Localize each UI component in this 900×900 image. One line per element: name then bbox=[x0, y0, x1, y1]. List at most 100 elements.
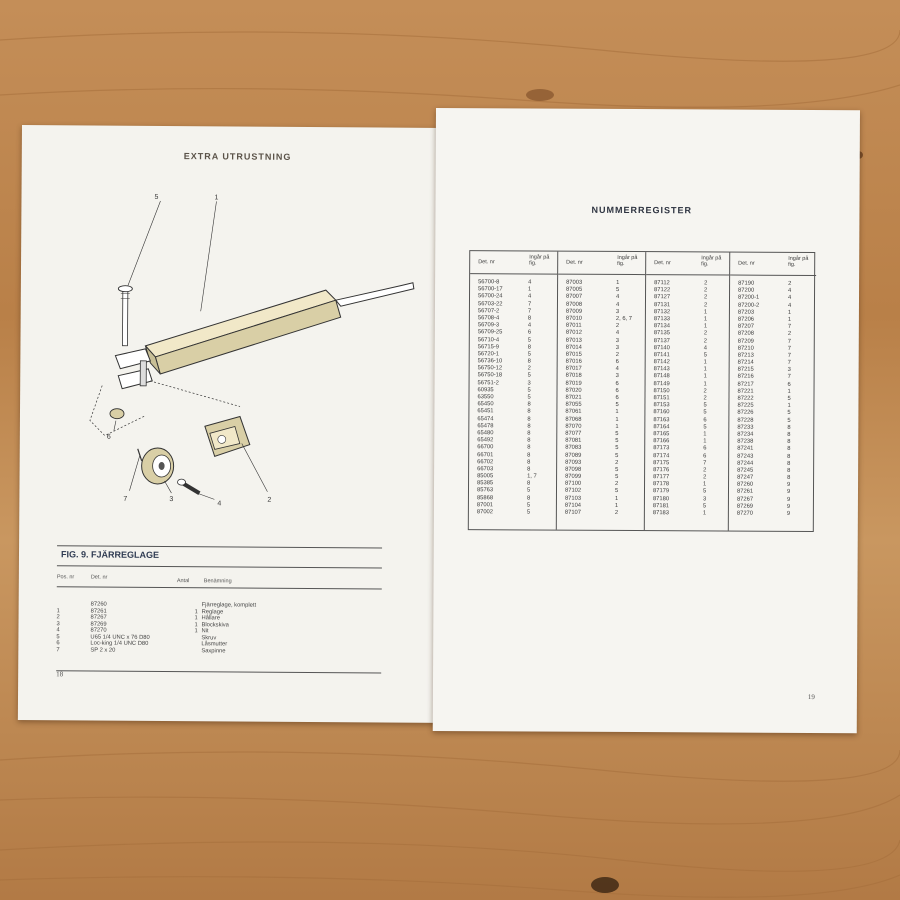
fig-ref: 2 bbox=[703, 294, 708, 301]
det-nr: 87137 bbox=[653, 337, 670, 344]
fig-ref: 5 bbox=[787, 395, 791, 402]
det-nr: 87213 bbox=[737, 352, 754, 359]
fig-ref: 7 bbox=[703, 460, 707, 467]
fig-ref: 2 bbox=[703, 388, 707, 395]
det-nr: 87238 bbox=[737, 438, 754, 445]
det-nr: 87012 bbox=[565, 329, 582, 337]
fig-ref: 5 bbox=[702, 488, 707, 495]
col-benamning: Benämning bbox=[203, 578, 232, 585]
det-nr: 87208 bbox=[737, 330, 754, 337]
divider bbox=[56, 670, 382, 674]
fig-ref: 6 bbox=[787, 381, 791, 388]
exploded-diagram: 5 1 6 7 3 4 2 bbox=[89, 194, 415, 507]
det-nr: 87228 bbox=[737, 417, 754, 424]
fig-ref: 7 bbox=[527, 301, 532, 308]
fig-ref: 8 bbox=[527, 408, 531, 415]
det-nr: 87018 bbox=[565, 373, 582, 380]
fig-ref: 7 bbox=[787, 374, 791, 381]
det-nr: 87209 bbox=[737, 338, 754, 345]
det-nr: 87131 bbox=[653, 301, 671, 308]
fig-ref: 1 bbox=[615, 409, 619, 416]
fig-ref: 7 bbox=[787, 338, 792, 345]
fig-ref: 5 bbox=[526, 502, 531, 509]
fig-ref: 4 bbox=[615, 330, 620, 337]
det-nr: 87014 bbox=[565, 344, 582, 351]
callout-5: 5 bbox=[154, 194, 158, 201]
det-nr: 87245 bbox=[737, 467, 754, 474]
fig-ref: 2 bbox=[787, 331, 792, 338]
det-nr: 66702 bbox=[477, 458, 494, 465]
det-nr: 87061 bbox=[565, 409, 582, 416]
fig-ref: 6 bbox=[615, 387, 619, 394]
det-nr: 87089 bbox=[565, 452, 582, 459]
fig-ref: 5 bbox=[527, 372, 531, 379]
det-nr: 85868 bbox=[476, 494, 494, 501]
det-nr: 87222 bbox=[737, 395, 754, 402]
det-nr: 65451 bbox=[477, 408, 494, 415]
fig-ref: 7 bbox=[787, 323, 792, 330]
det-nr: 87176 bbox=[653, 467, 670, 474]
det-nr: 87160 bbox=[653, 409, 670, 416]
det-nr: 87135 bbox=[653, 330, 670, 337]
det-nr: 87148 bbox=[653, 373, 670, 380]
fig-ref: 8 bbox=[527, 401, 531, 408]
det-nr: 87175 bbox=[653, 459, 670, 466]
fig-ref: 5 bbox=[527, 394, 531, 401]
det-nr: 87010 bbox=[565, 315, 583, 322]
fig-ref: 5 bbox=[615, 445, 619, 452]
fig-ref: 7 bbox=[787, 359, 791, 366]
callout-6: 6 bbox=[107, 434, 111, 441]
fig-ref: 3 bbox=[787, 367, 791, 374]
page-number: 18 bbox=[56, 670, 64, 679]
fig-ref: 8 bbox=[787, 474, 791, 481]
fig-ref: 5 bbox=[615, 452, 619, 459]
fig-ref: 3 bbox=[615, 344, 619, 351]
fig-ref: 4 bbox=[615, 366, 619, 373]
fig-ref: 3 bbox=[615, 337, 620, 344]
det-nr: 87166 bbox=[653, 438, 670, 445]
fig-ref: 5 bbox=[527, 351, 531, 358]
col-antal: Antal bbox=[176, 578, 190, 585]
fig-ref: 1 bbox=[703, 481, 707, 488]
det-nr: 87002 bbox=[476, 509, 494, 516]
det-nr: 87003 bbox=[566, 279, 583, 286]
det-nr: 87013 bbox=[565, 337, 582, 344]
det-nr: 87261 bbox=[736, 489, 754, 496]
fig-ref: 1, 7 bbox=[527, 473, 537, 480]
det-nr: 85385 bbox=[477, 480, 494, 487]
det-nr: 87009 bbox=[565, 308, 583, 315]
det-nr: 87260 bbox=[737, 481, 754, 488]
det-nr: 87098 bbox=[565, 466, 582, 473]
fig-ref: 2 bbox=[615, 351, 619, 358]
det-nr: 63550 bbox=[477, 394, 494, 401]
det-nr: 87104 bbox=[564, 502, 582, 509]
det-nr: 87183 bbox=[652, 510, 670, 517]
col-det: Det. nr bbox=[90, 574, 108, 581]
fig-ref: 2 bbox=[703, 467, 707, 474]
det-nr: 87019 bbox=[565, 380, 582, 387]
fig-ref: 6 bbox=[703, 416, 707, 423]
divider bbox=[57, 545, 383, 549]
det-nr: 87068 bbox=[565, 416, 582, 423]
fig-ref: 1 bbox=[615, 416, 619, 423]
det-nr: 87083 bbox=[565, 444, 582, 452]
det-nr: 66703 bbox=[477, 466, 494, 473]
fig-ref: 3 bbox=[615, 308, 620, 315]
fig-ref: 1 bbox=[528, 286, 532, 293]
det-nr: 87141 bbox=[653, 352, 670, 359]
fig-ref: 8 bbox=[527, 344, 531, 351]
fig-ref: 8 bbox=[527, 430, 531, 437]
det-nr: 65450 bbox=[477, 401, 494, 408]
fig-ref: 1 bbox=[703, 373, 707, 380]
fig-ref: 6 bbox=[615, 394, 619, 401]
fig-ref: 2 bbox=[788, 280, 792, 287]
fig-ref: 1 bbox=[703, 438, 707, 445]
fig-ref: 8 bbox=[787, 467, 791, 474]
fig-ref: 5 bbox=[703, 424, 707, 431]
det-nr: 87247 bbox=[737, 474, 754, 481]
col-pos: Pos. nr bbox=[56, 574, 75, 581]
